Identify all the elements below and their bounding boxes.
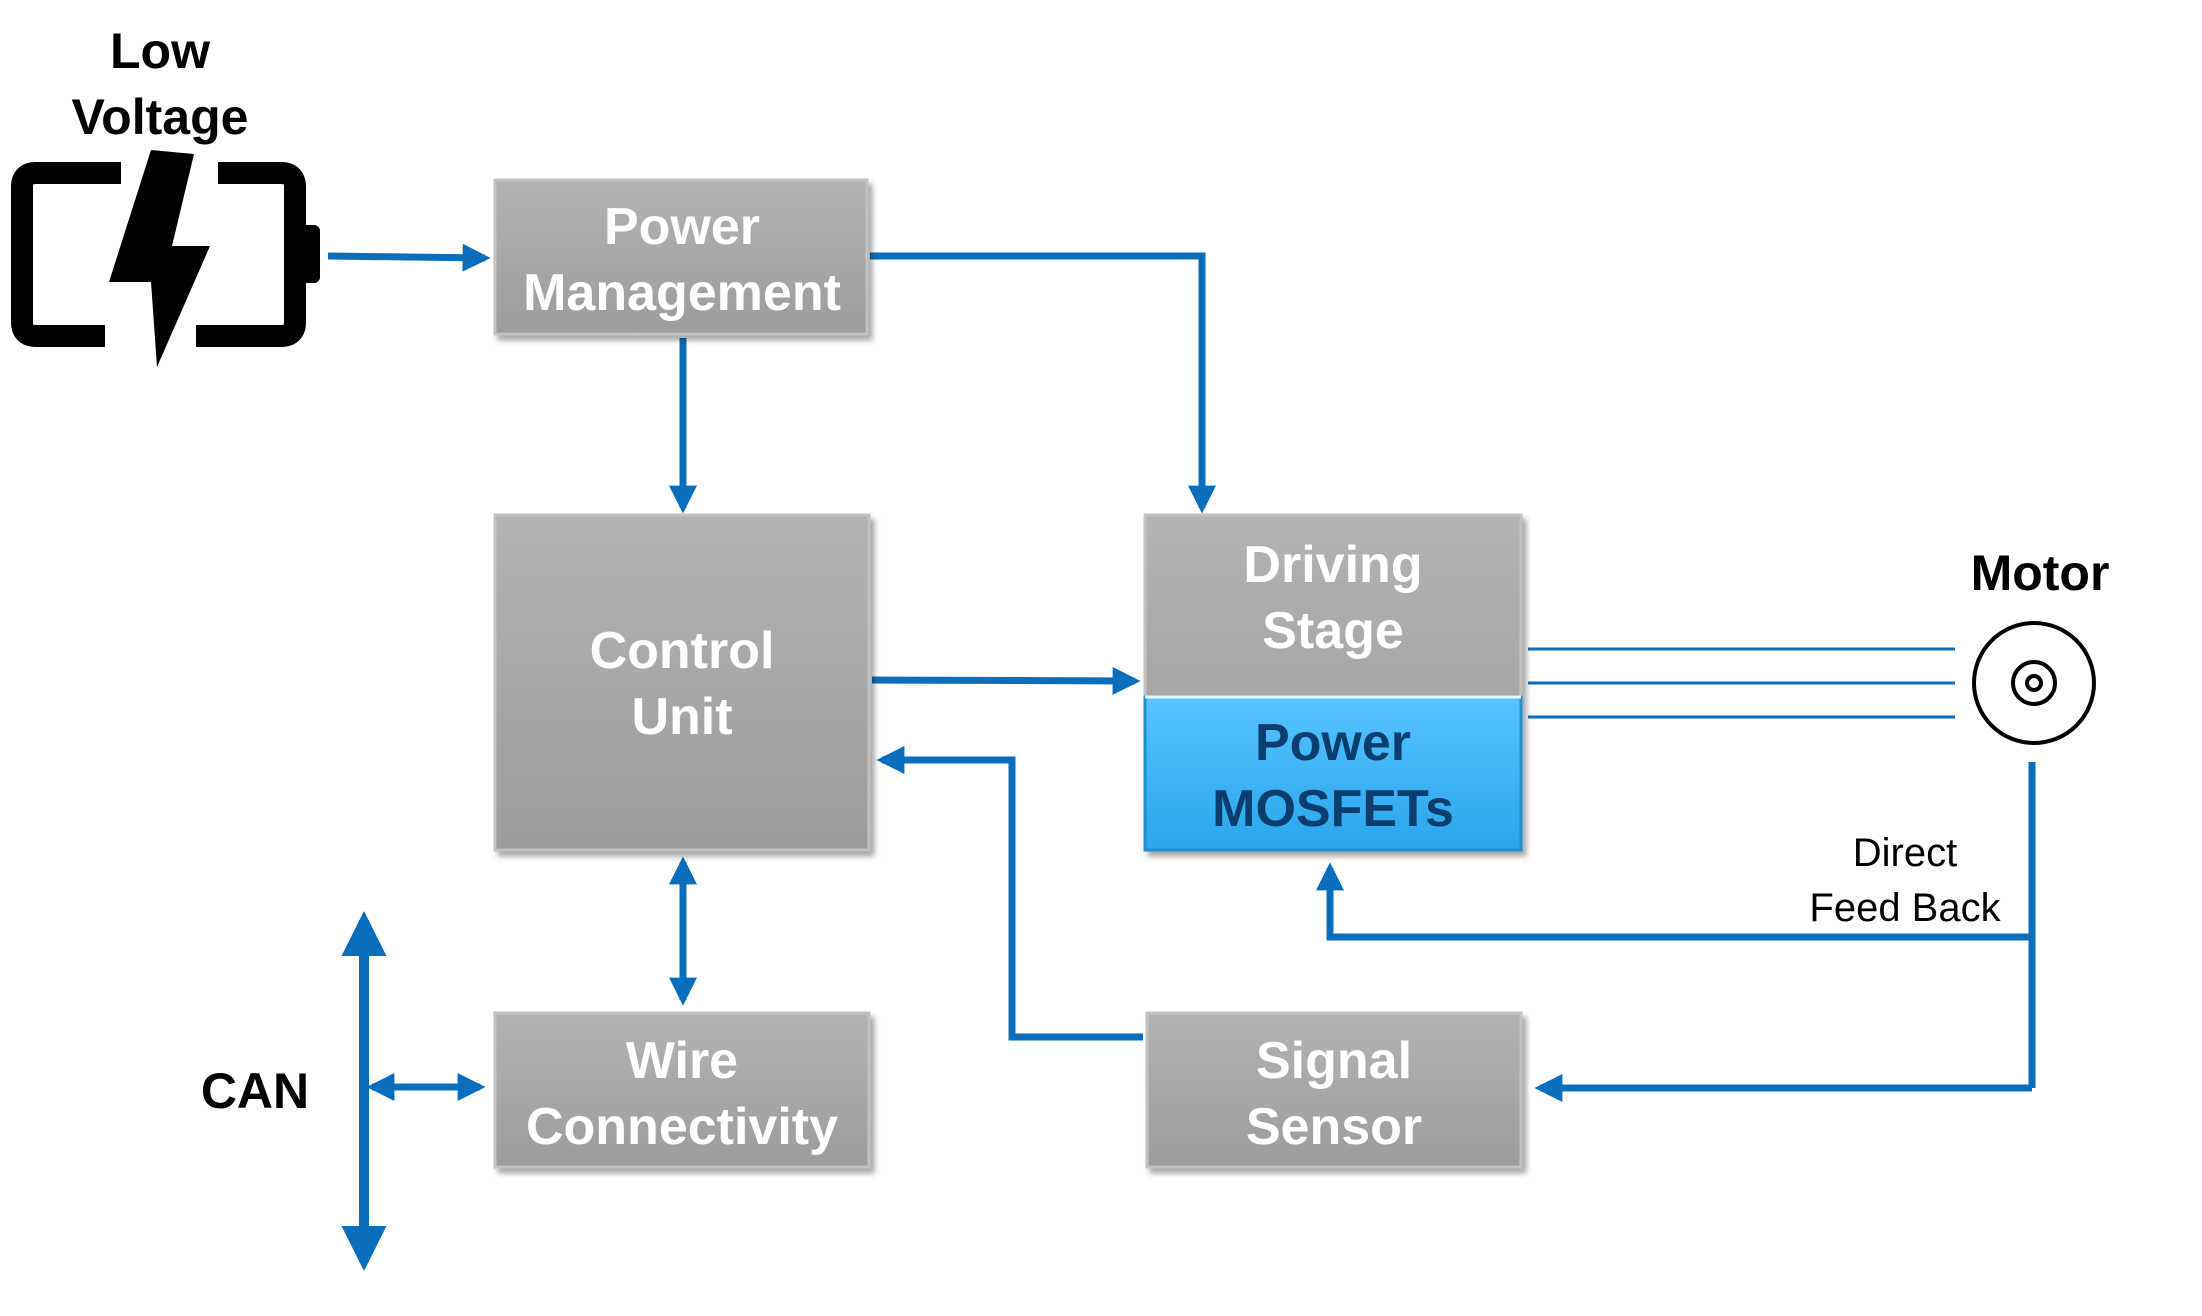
signal-sensor-block: Signal Sensor [1145, 1011, 1523, 1169]
wire-connectivity-label-line1: Wire [626, 1032, 738, 1090]
power-mosfets-label-line2: MOSFETs [1212, 780, 1454, 838]
driving-stage-label-line2: Stage [1262, 602, 1404, 660]
signal-sensor-label-line2: Sensor [1246, 1098, 1422, 1156]
can-label: CAN [201, 1063, 309, 1119]
control-unit-label-line2: Unit [631, 688, 732, 746]
power-management-label-line2: Management [523, 264, 841, 322]
low-voltage-label-line2: Voltage [72, 89, 249, 145]
arrow-battery-to-power-management [327, 243, 491, 272]
power-management-label-line1: Power [604, 198, 760, 256]
control-unit-label-line1: Control [590, 622, 775, 680]
motor-icon [1972, 621, 2096, 745]
wire-connectivity-label-line2: Connectivity [526, 1098, 838, 1156]
battery-lightning-icon [11, 150, 320, 367]
motor-label: Motor [1971, 545, 2110, 601]
low-voltage-label-line1: Low [110, 23, 210, 79]
driving-stage-label-line1: Driving [1243, 536, 1422, 594]
arrow-power-management-to-driving-stage [870, 252, 1216, 514]
connectors [327, 243, 2036, 1102]
power-mosfets-label-line1: Power [1255, 714, 1411, 772]
power-management-block: Power Management [493, 178, 869, 336]
phase-lines [1528, 647, 1955, 719]
feedback-label-line1: Direct [1853, 831, 1957, 875]
control-unit-block: Control Unit [493, 513, 871, 852]
feedback-label-line2: Feed Back [1809, 886, 2001, 930]
arrow-signal-sensor-to-control-unit [876, 746, 1143, 1041]
arrow-control-unit-to-driving-stage [871, 666, 1141, 695]
arrow-direct-feedback-to-mosfets [1316, 862, 2032, 941]
wire-connectivity-block: Wire Connectivity [493, 1011, 871, 1169]
power-mosfets-block: Power MOSFETs [1143, 695, 1523, 852]
signal-sensor-label-line1: Signal [1256, 1032, 1412, 1090]
